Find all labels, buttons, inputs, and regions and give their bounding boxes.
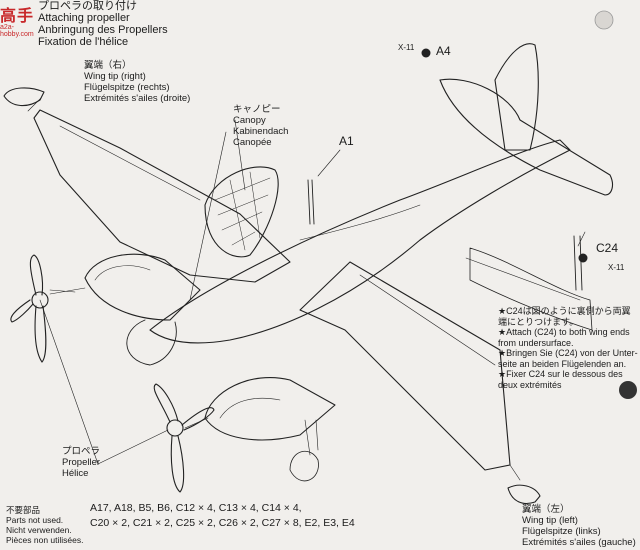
propeller-right	[10, 254, 49, 363]
canopy-fr: Canopée	[233, 137, 272, 148]
not-used-jp: 不要部品	[6, 505, 41, 515]
not-used-de: Nicht verwenden.	[6, 525, 72, 535]
landing-gear	[289, 450, 319, 482]
part-a4-label: A4	[436, 44, 451, 58]
screw-x11-side-label: X-11	[608, 263, 625, 272]
unused-parts-line1: A17, A18, B5, B6, C12 × 4, C13 × 4, C14 …	[90, 502, 302, 514]
screw-x11-top	[421, 48, 431, 58]
wing-tip-left-label: 翼端（左） Wing tip (left) Flügelspitze (link…	[522, 504, 636, 548]
header-de: Anbringung des Propellers	[38, 24, 168, 36]
parts-not-used-label: 不要部品 Parts not used. Nicht verwenden. Pi…	[6, 505, 84, 545]
screw-x11-top-label: X-11	[398, 43, 415, 52]
not-used-fr: Pièces non utilisées.	[6, 535, 84, 545]
step-badge-right	[619, 381, 637, 399]
wing-tip-right-de: Flügelspitze (rechts)	[84, 82, 170, 93]
wing-tip-right-jp: 翼端（右）	[84, 60, 132, 71]
wing-tip-right-en: Wing tip (right)	[84, 71, 146, 82]
wing-tip-right-part	[3, 87, 45, 107]
step-header: プロペラの取り付け Attaching propeller Anbringung…	[38, 0, 168, 48]
step-badge-top	[594, 10, 614, 30]
canopy-en: Canopy	[233, 115, 266, 126]
wing-tip-right-fr: Extrémités s'ailes (droite)	[84, 93, 191, 104]
canopy-de: Kabinendach	[233, 126, 289, 137]
wing-tip-left-fr: Extrémités s'ailes (gauche)	[522, 537, 636, 548]
vertical-stabilizer	[494, 43, 539, 151]
horizontal-stabilizer	[439, 78, 614, 196]
note-fr2: deux extrémités	[498, 379, 562, 390]
propeller-en: Propeller	[62, 457, 101, 468]
note-de2: seite an beiden Flügelenden an.	[498, 358, 627, 369]
canopy-label: キャノピー Canopy Kabinendach Canopée	[233, 104, 288, 148]
propeller-label: プロペラ Propeller Hélice	[62, 446, 100, 479]
right-engine-nacelle	[84, 253, 201, 321]
part-a1-label: A1	[339, 134, 354, 148]
right-wing	[33, 109, 291, 283]
fuselage	[149, 139, 571, 344]
wing-tip-right-label: 翼端（右） Wing tip (right) Flügelspitze (rec…	[84, 60, 190, 104]
canopy-part	[204, 166, 279, 258]
propeller-jp: プロペラ	[62, 446, 101, 457]
watermark-site: a2a-hobby.com	[0, 24, 34, 38]
propeller-fr: Hélice	[62, 468, 89, 479]
header-en: Attaching propeller	[38, 12, 130, 24]
note-en2: from undersurface.	[498, 337, 574, 348]
note-jp1: ★C24は図のように裏側から両翼	[498, 306, 631, 316]
note-en1: ★Attach (C24) to both wing ends	[498, 327, 630, 337]
watermark-logo: 高手 a2a-hobby.com	[0, 2, 36, 38]
note-jp2: 端にとりつけます。	[498, 316, 579, 327]
wing-tip-left-part	[507, 484, 541, 505]
left-wing	[299, 261, 511, 471]
c24-note: ★C24は図のように裏側から両翼 端にとりつけます。 ★Attach (C24)…	[498, 306, 638, 390]
not-used-en: Parts not used.	[6, 515, 64, 525]
wing-tip-left-en: Wing tip (left)	[522, 515, 578, 526]
part-c24-label: C24	[596, 241, 619, 255]
unused-parts-list: A17, A18, B5, B6, C12 × 4, C13 × 4, C14 …	[90, 501, 355, 531]
header-jp: プロペラの取り付け	[38, 0, 137, 12]
unused-parts-line2: C20 × 2, C21 × 2, C25 × 2, C26 × 2, C27 …	[90, 517, 355, 529]
wing-tip-left-jp: 翼端（左）	[522, 504, 570, 515]
header-fr: Fixation de l'hélice	[38, 36, 129, 48]
propeller-left	[153, 383, 215, 493]
note-fr1: ★Fixer C24 sur le dessous des	[498, 369, 623, 379]
canopy-jp: キャノピー	[233, 104, 281, 115]
wing-tip-left-de: Flügelspitze (links)	[522, 526, 601, 537]
screw-x11-side	[578, 253, 588, 263]
note-de1: ★Bringen Sie (C24) von der Unter-	[498, 348, 638, 358]
left-engine-nacelle	[204, 377, 336, 441]
watermark-glyphs: 高手	[0, 6, 35, 25]
